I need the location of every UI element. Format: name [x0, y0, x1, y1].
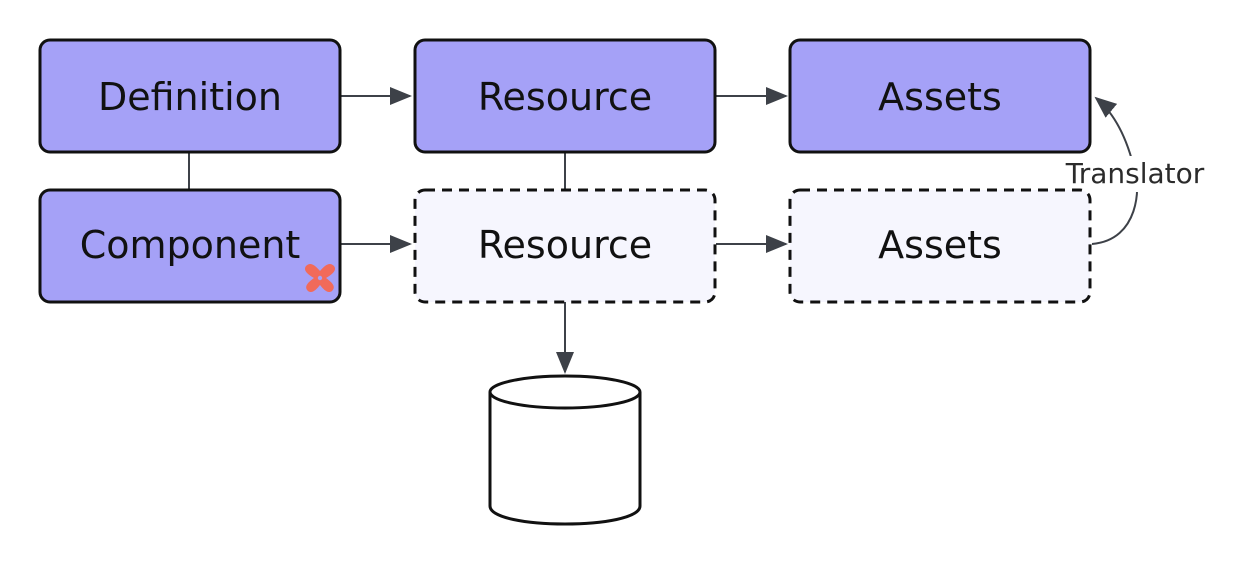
- node-label-resource-bottom: Resource: [478, 223, 652, 267]
- database-cylinder-icon[interactable]: [488, 374, 642, 526]
- edge-label-translator: Translator: [1065, 157, 1205, 190]
- node-definition[interactable]: Definition: [38, 38, 342, 154]
- node-assets-top[interactable]: Assets: [788, 38, 1092, 154]
- node-label-assets-bottom: Assets: [878, 223, 1002, 267]
- node-label-resource-top: Resource: [478, 75, 652, 119]
- node-label-assets-top: Assets: [878, 75, 1002, 119]
- node-resource-top[interactable]: Resource: [413, 38, 717, 154]
- node-label-definition: Definition: [98, 75, 282, 119]
- translator-label-bg: [1058, 156, 1210, 192]
- cross-badge-icon: [304, 263, 336, 293]
- node-assets-bottom[interactable]: Assets: [788, 188, 1092, 304]
- node-resource-bottom[interactable]: Resource: [413, 188, 717, 304]
- node-component[interactable]: Component: [38, 188, 342, 304]
- node-label-component: Component: [80, 223, 301, 267]
